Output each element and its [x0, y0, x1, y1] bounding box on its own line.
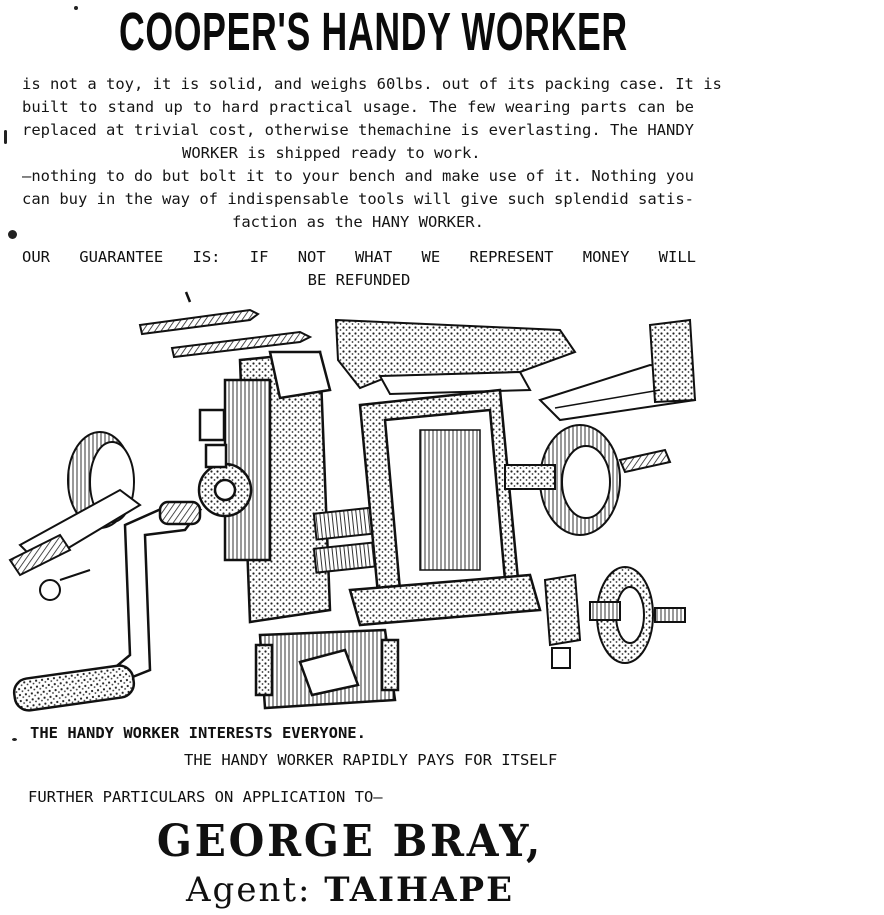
slogan-pays-text: THE HANDY WORKER RAPIDLY PAYS FOR ITSELF: [184, 751, 558, 769]
agent-label: Agent:: [186, 870, 312, 910]
ink-speck: [12, 738, 17, 741]
guarantee-line: OUR GUARANTEE IS: IF NOT WHAT WE REPRESE…: [22, 248, 696, 266]
description-line: built to stand up to hard practical usag…: [22, 98, 694, 116]
agent-location: Agent: TAIHAPE: [0, 866, 700, 914]
description-line: faction as the HANY WORKER.: [232, 213, 484, 231]
headline: COOPER'S HANDY WORKER: [118, 2, 628, 62]
slogan-interests: THE HANDY WORKER INTERESTS EVERYONE.: [30, 722, 730, 744]
slogan-interests-text: THE HANDY WORKER INTERESTS EVERYONE.: [30, 724, 366, 742]
drill-bits: [138, 291, 313, 359]
description-line: —nothing to do but bolt it to your bench…: [22, 167, 694, 185]
ink-speck: [4, 130, 7, 144]
description-line: can buy in the way of indispensable tool…: [22, 190, 694, 208]
description-paragraph: is not a toy, it is solid, and weighs 60…: [22, 73, 722, 234]
description-line: is not a toy, it is solid, and weighs 60…: [22, 75, 722, 93]
anvil-part: [334, 318, 577, 396]
clamp-block: [254, 628, 400, 710]
small-wheel: [589, 566, 686, 664]
guarantee-statement: OUR GUARANTEE IS: IF NOT WHAT WE REPRESE…: [22, 246, 696, 292]
agent-name: GEORGE BRAY,: [156, 816, 544, 867]
handwheel: [504, 424, 672, 536]
slogan-pays: THE HANDY WORKER RAPIDLY PAYS FOR ITSELF: [184, 749, 884, 771]
crank-handle: [12, 500, 203, 712]
gear-housing: [197, 350, 332, 624]
ink-speck: [74, 6, 78, 10]
description-line: replaced at trivial cost, otherwise them…: [22, 121, 694, 139]
ink-speck: [8, 230, 17, 239]
guarantee-line: BE REFUNDED: [307, 271, 411, 289]
grinding-wheel: [8, 431, 142, 601]
fork-part: [543, 573, 582, 669]
further-particulars: FURTHER PARTICULARS ON APPLICATION TO—: [28, 786, 728, 808]
further-particulars-text: FURTHER PARTICULARS ON APPLICATION TO—: [28, 788, 383, 806]
bed-rail: [538, 318, 697, 422]
vice-body: [348, 388, 542, 627]
description-line: WORKER is shipped ready to work.: [182, 144, 481, 162]
agent-place: TAIHAPE: [324, 870, 514, 910]
advertisement-page: COOPER'S HANDY WORKER is not a toy, it i…: [0, 2, 722, 914]
machine-illustration: [0, 290, 700, 730]
